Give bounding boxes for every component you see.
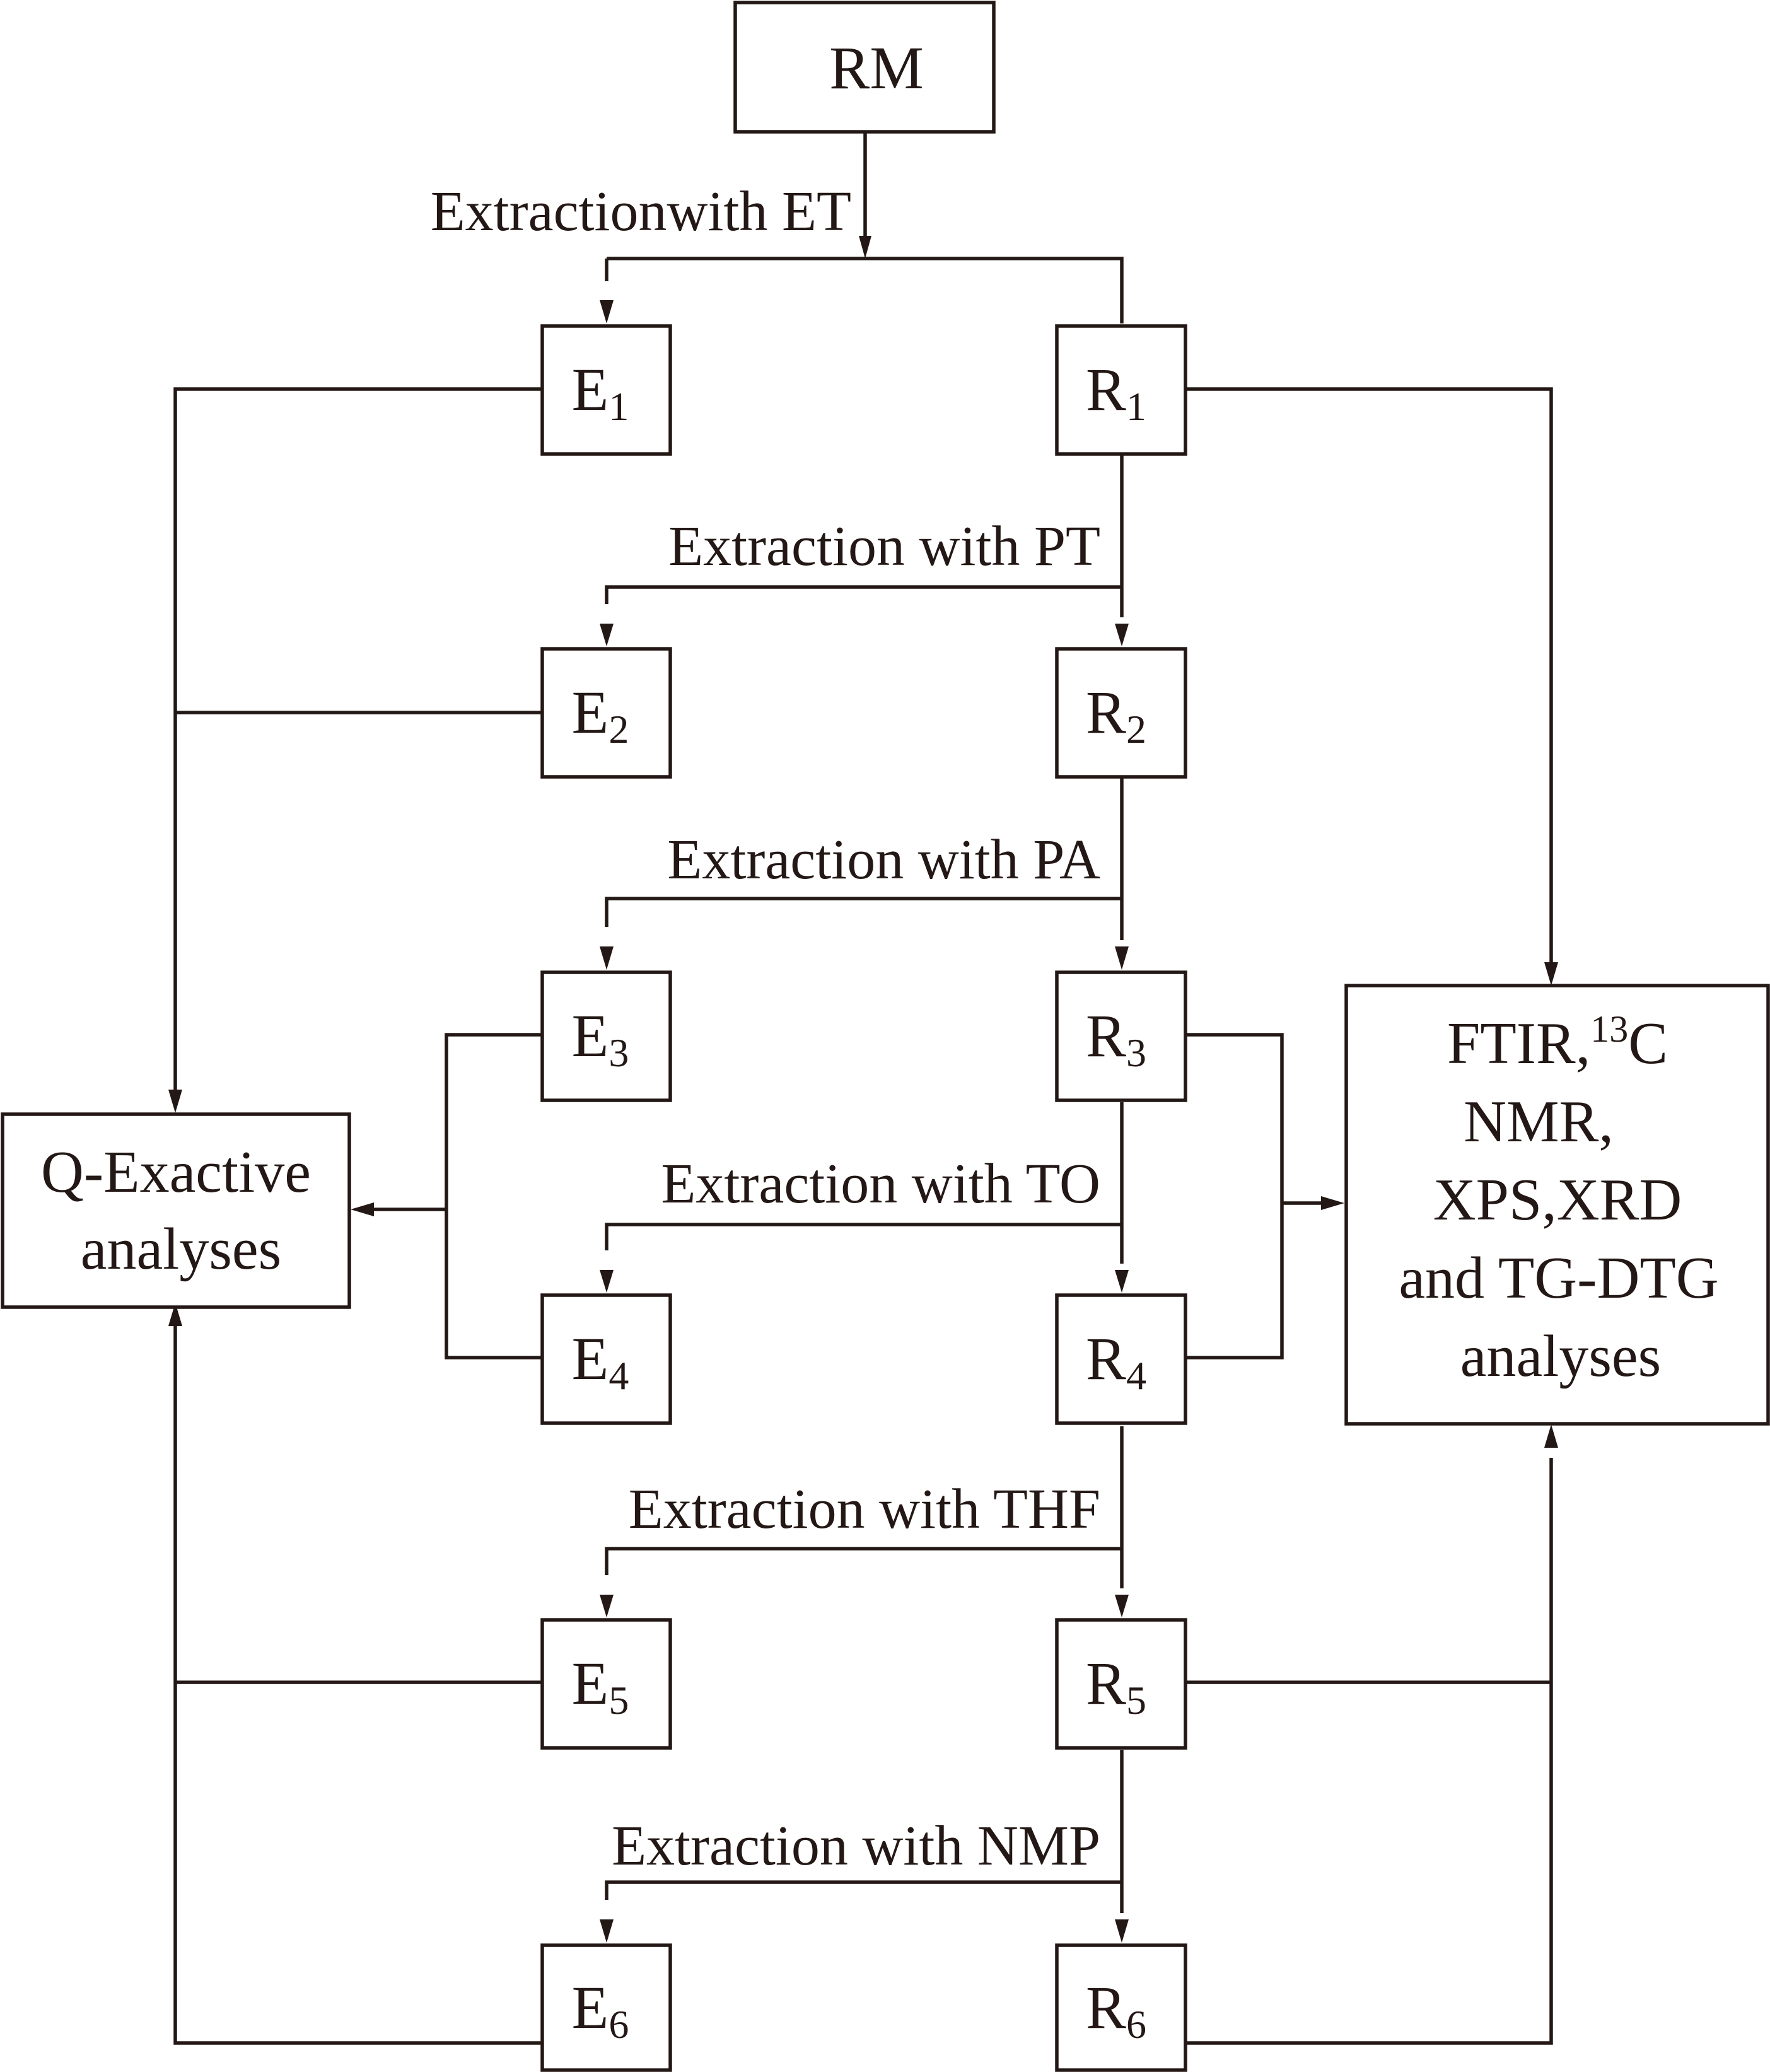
- step-labels: Extractionwith ET Extraction with PT Ext…: [431, 180, 1100, 1877]
- arrowhead-into-qexactive-bottom: [168, 1303, 182, 1326]
- node-r5: R5: [1055, 1618, 1187, 1750]
- arrowhead-to-r3: [1115, 946, 1129, 970]
- node-e5-label: E5: [572, 1650, 629, 1723]
- node-e4: E4: [540, 1293, 672, 1425]
- arrowhead-into-analyses-bottom: [1544, 1424, 1558, 1448]
- connector-to-split: [605, 1223, 1122, 1250]
- characterisation-line5: analyses: [1460, 1324, 1661, 1389]
- arrowhead-to-r5: [1115, 1595, 1129, 1617]
- arrowhead-into-analyses-side: [1321, 1196, 1344, 1210]
- node-r4-label: R4: [1086, 1325, 1146, 1398]
- characterisation-line3: XPS,XRD: [1433, 1167, 1682, 1233]
- step-label-et: Extractionwith ET: [431, 180, 851, 243]
- node-e1-label: E1: [572, 356, 629, 429]
- arrowhead-into-qexactive-top: [168, 1090, 182, 1113]
- connector-pt-split: [605, 585, 1122, 604]
- arrowhead-to-r4: [1115, 1270, 1129, 1293]
- arrowhead-to-e5: [600, 1595, 614, 1617]
- qexactive-line1: Q-Exactive: [41, 1139, 311, 1205]
- connector-e3-e4-bracket: [445, 1033, 542, 1359]
- arrowhead-to-e3: [600, 946, 614, 970]
- node-r4: R4: [1055, 1293, 1187, 1425]
- arrowhead-to-e6: [600, 1919, 614, 1943]
- step-label-pt: Extraction with PT: [668, 515, 1100, 578]
- connector-e5-e6-left-bus: [173, 1320, 542, 2045]
- node-e4-label: E4: [572, 1325, 629, 1398]
- node-rm: RM: [733, 1, 996, 134]
- node-r6: R6: [1055, 1943, 1187, 2072]
- characterisation-line1: FTIR,13C: [1447, 1008, 1668, 1076]
- node-e3-label: E3: [572, 1002, 629, 1075]
- residue-nodes: R1 R2 R3 R4 R5 R6: [1055, 324, 1187, 2072]
- connector-nmp-split: [605, 1880, 1122, 1900]
- step-label-thf: Extraction with THF: [629, 1478, 1100, 1540]
- node-qexactive: Q-Exactive analyses: [1, 1112, 351, 1309]
- qexactive-line2: analyses: [81, 1216, 281, 1282]
- node-r2: R2: [1055, 647, 1187, 779]
- connector-thf-split: [605, 1547, 1122, 1575]
- connector-e1-left-bus: [173, 387, 542, 1095]
- node-e2: E2: [540, 647, 672, 779]
- node-characterisation: FTIR,13C NMR, XPS,XRD and TG-DTG analyse…: [1344, 984, 1770, 1426]
- node-e3: E3: [540, 970, 672, 1102]
- node-e5: E5: [540, 1618, 672, 1750]
- step-label-pa: Extraction with PA: [667, 829, 1100, 891]
- step-label-nmp: Extraction with NMP: [612, 1815, 1100, 1877]
- arrowhead-to-r2: [1115, 624, 1129, 646]
- connector-r5-r6-right-bus: [1185, 1458, 1553, 2045]
- node-r5-label: R5: [1086, 1650, 1146, 1723]
- arrowhead-into-qexactive-side: [351, 1202, 374, 1216]
- node-r6-label: R6: [1086, 1974, 1146, 2047]
- arrowhead-to-e2: [600, 624, 614, 646]
- connector-pa-split: [605, 897, 1122, 927]
- node-e1: E1: [540, 324, 672, 456]
- step-label-to: Extraction with TO: [661, 1153, 1100, 1215]
- arrowhead-to-e1: [600, 300, 614, 323]
- node-r1-label: R1: [1086, 356, 1146, 429]
- characterisation-line2: NMR,: [1464, 1089, 1614, 1155]
- characterisation-line4: and TG-DTG: [1399, 1245, 1718, 1311]
- node-r2-label: R2: [1086, 678, 1146, 752]
- arrowhead-into-analyses-top: [1544, 962, 1558, 986]
- connector-et-split: [607, 257, 1124, 323]
- node-e2-label: E2: [572, 678, 629, 752]
- node-r1: R1: [1055, 324, 1187, 456]
- node-rm-label: RM: [829, 34, 923, 102]
- node-e6: E6: [540, 1943, 672, 2072]
- connector-r1-right-bus: [1185, 387, 1553, 969]
- node-r3-label: R3: [1086, 1002, 1146, 1075]
- arrowhead-to-e4: [600, 1270, 614, 1293]
- node-e6-label: E6: [572, 1974, 629, 2047]
- arrowhead-to-r6: [1115, 1919, 1129, 1943]
- connector-lines: [173, 132, 1553, 2045]
- extract-nodes: E1 E2 E3 E4 E5 E6: [540, 324, 672, 2072]
- node-r3: R3: [1055, 970, 1187, 1102]
- arrowheads: [168, 236, 1558, 1943]
- connector-r3-r4-bracket: [1185, 1033, 1284, 1359]
- arrowhead-to-split: [859, 236, 871, 259]
